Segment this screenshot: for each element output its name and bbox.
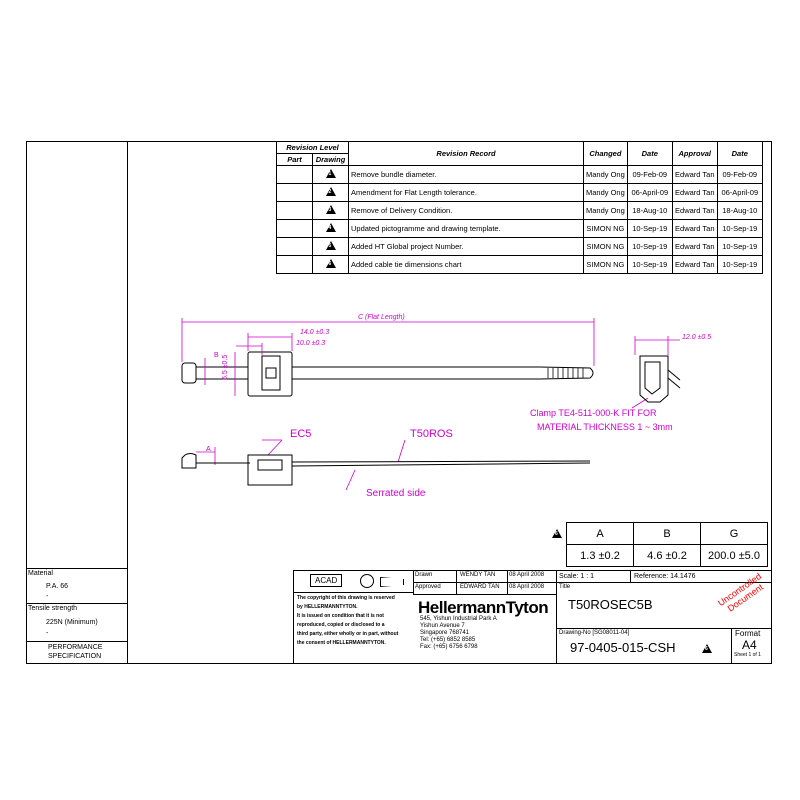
material-value: P.A. 66 (46, 583, 69, 590)
copyright-line: reproduced, copied or disclosed to a (297, 622, 385, 628)
serrated-label: Serrated side (366, 488, 426, 499)
rev-record-header: Revision Record (348, 141, 584, 166)
drawing-rev-cell: 3 (312, 201, 349, 220)
approval-header: Approval (671, 141, 718, 166)
ec5-label: EC5 (290, 428, 312, 440)
left-panel-divider (127, 141, 128, 664)
dim-header-b: B (633, 522, 701, 545)
revision-date2: 10-Sep-19 (716, 237, 763, 256)
dim-b-label: B (214, 352, 219, 359)
copyright-line: by HELLERMANNTYTON. (297, 604, 358, 610)
revision-table: Revision Level Revision Record Changed D… (276, 141, 763, 274)
address-line: Tel: (+65) 6852 8585 (420, 637, 476, 643)
sheet-label: Sheet 1 of 1 (734, 652, 761, 658)
revision-number: 5 (328, 243, 332, 249)
reference-label: Reference: 14.1476 (634, 573, 696, 580)
drawn-name: WENDY TAN (460, 572, 496, 578)
dim-65-label: 6.5 ±0.5 (222, 354, 229, 380)
dim-14-label: 14.0 ±0.3 (300, 329, 330, 336)
approved-date: 08 April 2008 (509, 584, 545, 590)
drawn-date: 08 April 2008 (509, 572, 545, 578)
dim-value-b: 4.6 ±0.2 (633, 544, 701, 567)
dim-value-a: 1.3 ±0.2 (566, 544, 634, 567)
company-logo: HellermannTyton (418, 598, 549, 617)
copyright-line: It is issued on condition that it is not (297, 613, 384, 619)
dim-header-g: G (700, 522, 768, 545)
revision-number: 3 (328, 207, 332, 213)
revision-number: 1 (328, 171, 332, 177)
dim-header-a: A (566, 522, 634, 545)
revision-record: Added cable tie dimensions chart (348, 255, 584, 274)
revision-triangle-icon: 2 (325, 187, 336, 196)
title-block (293, 570, 772, 664)
title-label: Title (559, 584, 571, 590)
acad-badge: ACAD (310, 574, 343, 587)
copyright-line: third party, either wholly or in part, w… (297, 631, 399, 637)
approved-label: Approved (415, 584, 441, 590)
side-view-tie (181, 453, 591, 486)
dim-10-label: 10.0 ±0.3 (296, 340, 326, 347)
format-label: Format (735, 629, 761, 638)
clamp-note-2: MATERIAL THICKNESS 1 ~ 3mm (537, 422, 673, 432)
dash-2: - (46, 630, 49, 637)
part-title: T50ROSEC5B (568, 597, 653, 612)
approved-name: EDWARD TAN (460, 584, 500, 590)
revision-number: 6 (328, 261, 332, 267)
dim-12-label: 12.0 ±0.5 (682, 334, 712, 341)
flat-length-label: C (Flat Length) (358, 314, 405, 321)
dim-a-label: A (206, 446, 211, 453)
address-line: Yishun Avenue 7 (420, 623, 465, 629)
revision-triangle-icon: 5 (325, 241, 336, 250)
dim-value-g: 200.0 ±5.0 (700, 544, 768, 567)
drawing-number: 97-0405-015-CSH (570, 640, 676, 655)
revision-number: 4 (328, 225, 332, 231)
revision-date2: 10-Sep-19 (716, 255, 763, 274)
drawn-label: Drawn (415, 572, 433, 578)
serration-marks (547, 368, 584, 378)
address-line: Fax: (+65) 6756 6798 (420, 644, 478, 650)
drawing-rev-triangle-icon: 6 (702, 640, 712, 658)
revision-triangle-icon: 6 (552, 525, 562, 543)
clamp-side-view (639, 355, 681, 403)
revision-triangle-icon: 6 (325, 259, 336, 268)
projection-circle-icon (360, 574, 374, 588)
revision-triangle-icon: 3 (325, 205, 336, 214)
material-label: Material (28, 570, 53, 577)
top-view-tie (181, 351, 594, 397)
tensile-label: Tensile strength (28, 605, 78, 612)
copyright-line: The copyright of this drawing is reserve… (297, 595, 395, 601)
clamp-note-1: Clamp TE4-511-000-K FIT FOR (530, 408, 657, 418)
t50ros-label: T50ROS (410, 428, 453, 440)
scale-label: Scale: 1 : 1 (559, 573, 595, 580)
revision-number: 2 (328, 189, 332, 195)
copyright-line: the consent of HELLERMANNTYTON. (297, 640, 386, 646)
address-line: Singapore 768741 (420, 630, 470, 636)
performance-label: PERFORMANCE (48, 644, 103, 651)
format-value: A4 (742, 638, 757, 652)
drawing-no-label: Drawing-No [SG08011-04] (559, 630, 630, 636)
dimension-lines (181, 318, 680, 491)
revision-triangle-icon: 1 (325, 169, 336, 178)
revision-triangle-icon: 4 (325, 223, 336, 232)
tensile-value: 225N (Minimum) (46, 619, 98, 626)
address-line: 545, Yishun Industrial Park A (420, 616, 497, 622)
copyright-notice: The copyright of this drawing is reserve… (297, 594, 398, 648)
dash-1: - (46, 593, 49, 600)
specification-label: SPECIFICATION (48, 653, 102, 660)
